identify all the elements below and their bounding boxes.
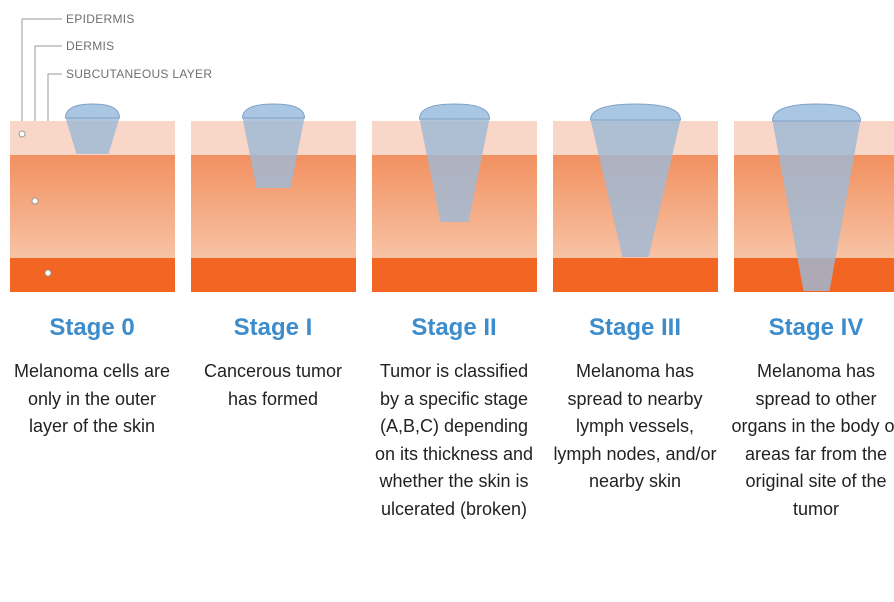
subcutaneous-label: SUBCUTANEOUS LAYER: [66, 67, 212, 81]
stage-3-skin-panel: [553, 104, 718, 292]
stage-2-skin-panel: [372, 104, 537, 292]
stage-0-subcutaneous-layer: [10, 258, 175, 292]
stage-1-description: Cancerous tumor has formed: [188, 358, 358, 413]
stage-2-title: Stage II: [369, 314, 539, 342]
stage-1-tumor-cap: [243, 104, 305, 118]
stage-1-skin-panel: [191, 104, 356, 292]
stage-2-subcutaneous-layer: [372, 258, 537, 292]
stage-4-tumor-cap: [773, 104, 861, 121]
stage-0-description: Melanoma cells are only in the outer lay…: [7, 358, 177, 441]
epidermis-marker: [19, 131, 25, 137]
stage-3-title: Stage III: [550, 314, 720, 342]
stage-0-tumor-cap: [66, 104, 120, 118]
epidermis-label: EPIDERMIS: [66, 12, 135, 26]
stage-4-skin-panel: [734, 104, 894, 292]
stage-0-dermis-layer: [10, 155, 175, 258]
stage-0-title: Stage 0: [7, 314, 177, 342]
stage-4-title: Stage IV: [731, 314, 894, 342]
stage-2-description: Tumor is classified by a specific stage …: [369, 358, 539, 523]
stage-1-title: Stage I: [188, 314, 358, 342]
stage-1-subcutaneous-layer: [191, 258, 356, 292]
subcutaneous-marker: [45, 270, 51, 276]
stage-3-subcutaneous-layer: [553, 258, 718, 292]
stage-3-description: Melanoma has spread to nearby lymph vess…: [550, 358, 720, 496]
stage-panels: [10, 104, 894, 292]
stage-3-tumor-cap: [591, 104, 681, 120]
epidermis-leader-line: [22, 19, 62, 131]
stage-4-description: Melanoma has spread to other organs in t…: [731, 358, 894, 523]
stage-2-tumor-cap: [420, 104, 490, 119]
dermis-marker: [32, 198, 38, 204]
dermis-label: DERMIS: [66, 39, 114, 53]
